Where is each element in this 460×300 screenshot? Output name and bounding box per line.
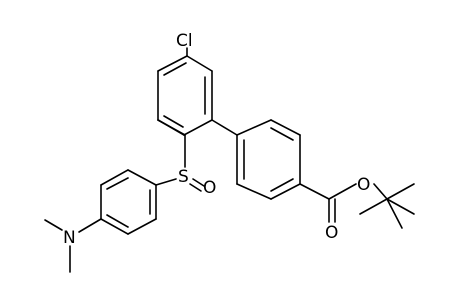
bond (270, 127, 294, 141)
bond (189, 183, 202, 192)
bond (157, 55, 188, 72)
bond (386, 183, 415, 200)
bond (386, 198, 403, 229)
sulfur-atom-label: S (178, 167, 189, 187)
bond (373, 183, 388, 200)
bond (100, 218, 129, 235)
nitrogen-atom-label: N (63, 228, 76, 248)
bond (127, 218, 157, 235)
sulfoxide-oxygen-label: O (203, 178, 216, 198)
bond (106, 214, 129, 228)
bond (127, 169, 157, 186)
bond (386, 198, 415, 215)
bond (155, 178, 177, 186)
bond (270, 119, 301, 136)
carbonyl-oxygen-label: O (325, 223, 338, 243)
bond (163, 62, 187, 76)
bond (44, 219, 63, 231)
bond (270, 183, 301, 200)
bond (270, 178, 294, 192)
bond (328, 183, 357, 200)
bond (236, 119, 272, 136)
bond (163, 115, 184, 128)
bond (186, 55, 213, 72)
atom-labels: Cl S O O O N (63, 31, 370, 248)
bond (78, 218, 102, 233)
bond (299, 183, 330, 200)
bond (359, 198, 388, 215)
bond (211, 119, 238, 136)
bond (183, 119, 213, 136)
chlorine-atom-label: Cl (176, 31, 193, 51)
bond-skeleton (44, 47, 415, 273)
bond (192, 178, 205, 187)
bond (157, 119, 186, 136)
bond (236, 183, 272, 200)
bond (106, 177, 129, 190)
bond (100, 169, 129, 186)
ester-oxygen-label: O (357, 175, 370, 195)
